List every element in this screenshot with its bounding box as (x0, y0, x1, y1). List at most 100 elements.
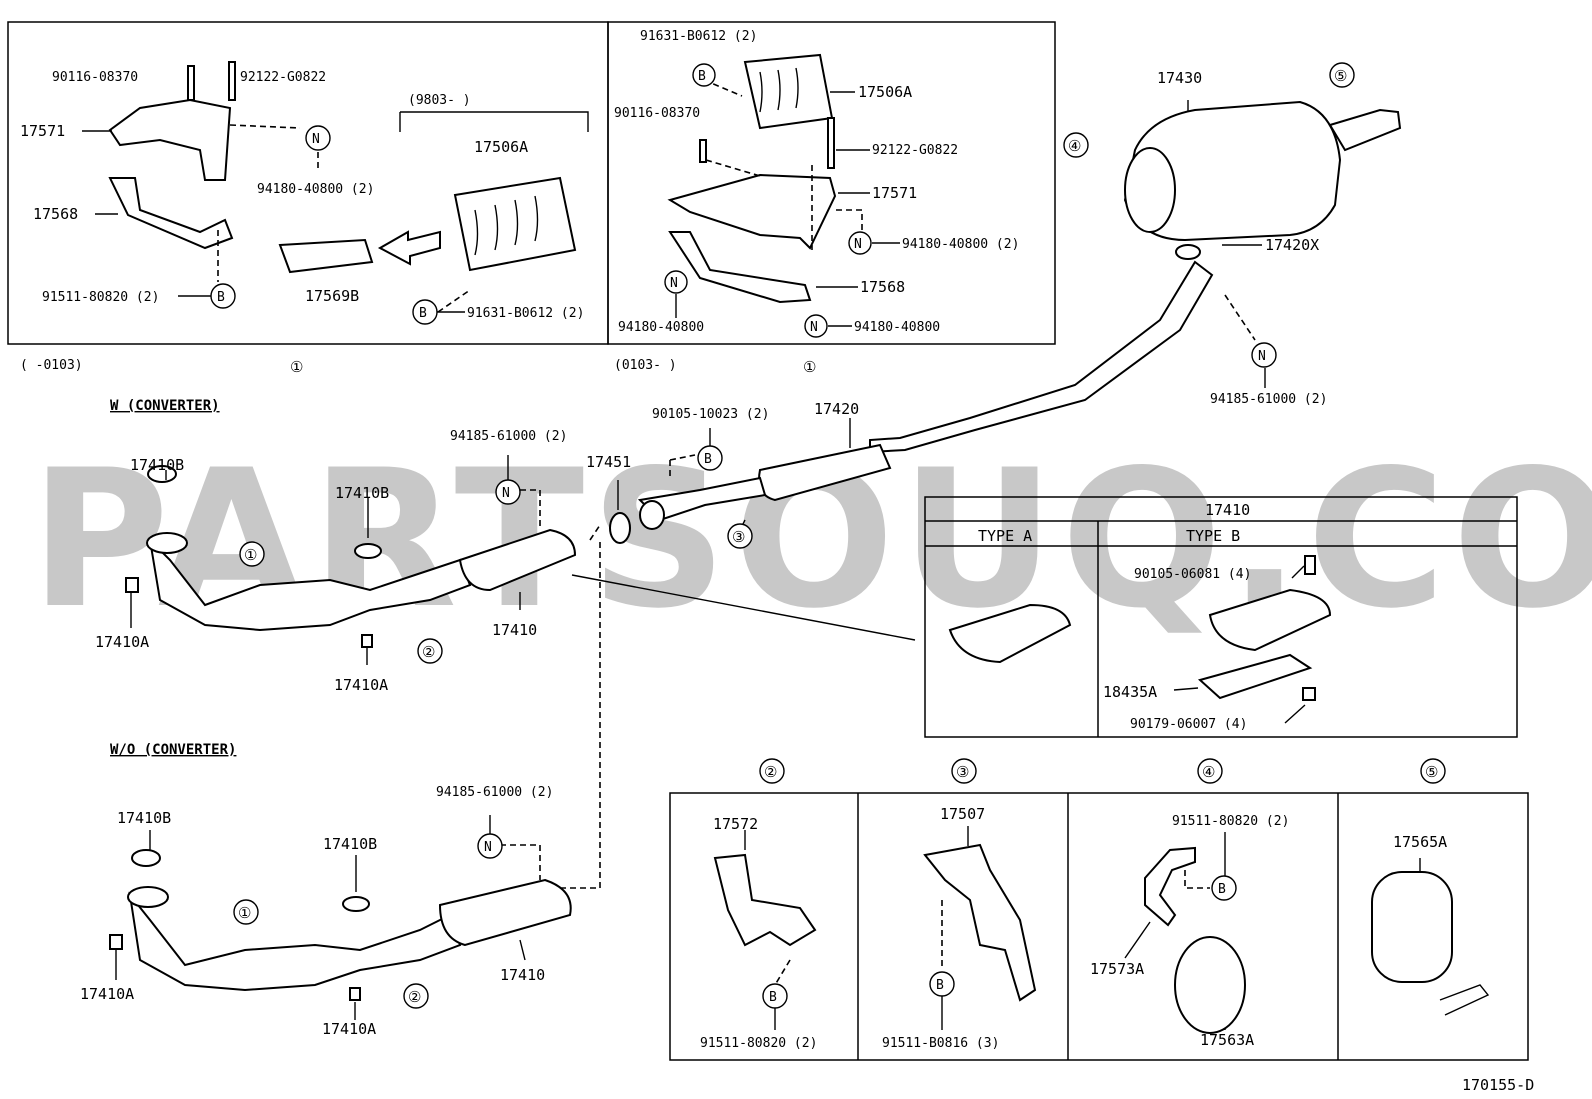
label-gasket-b2: 17410B (335, 484, 389, 502)
label-gasket-b1: 17410B (130, 456, 184, 474)
label-bolt-d3: 91511-B0816 (3) (882, 1036, 999, 1051)
callout-b: B (704, 452, 712, 467)
converter-type-b-icon (1208, 588, 1332, 652)
label-bracket-a: 17571 (872, 184, 917, 202)
ref-3: ③ (732, 528, 745, 546)
cover-icon (1197, 653, 1313, 700)
callout-n: N (670, 276, 678, 291)
arrow-icon (377, 230, 441, 266)
detail-boxes: ② 17572 B 91511-80820 (2) ③ 17507 B 9151… (669, 758, 1529, 1061)
label-nut-top: 94185-61000 (2) (450, 429, 567, 444)
without-converter-group: W/O (CONVERTER) N ① ② 17410B 17410B 1741… (80, 540, 601, 1038)
label-nut-a2: 17410A (322, 1020, 376, 1038)
ref-1-left: ① (290, 358, 303, 376)
callout-b: B (1218, 882, 1226, 897)
callout-b: B (217, 290, 225, 305)
bracket-17568-icon (668, 231, 812, 304)
inset-right: B N N N 91631-B0612 (2) 17506A 90116-083… (607, 21, 1056, 345)
label-bracket-a: 17571 (20, 122, 65, 140)
inset-left-date: ( -0103) (20, 358, 83, 373)
diagram-code: 170155-D (1462, 1076, 1534, 1094)
col-type-a: TYPE A (978, 527, 1032, 545)
bracket-17507-icon (923, 843, 1037, 1002)
center-pipe-group: ⑤ ④ N B ③ 17430 17420X 94185-61000 (2) 1… (586, 62, 1402, 549)
ref-4: ④ (1202, 763, 1215, 781)
callout-n: N (484, 840, 492, 855)
ref-2: ② (422, 643, 435, 661)
callout-n: N (502, 486, 510, 501)
front-pipe-icon (438, 878, 572, 947)
label-gasket: 17420X (1265, 236, 1319, 254)
hanger-icon (1144, 846, 1196, 927)
bracket-17572-icon (713, 853, 817, 947)
label-stud-a: 92122-G0822 (872, 143, 958, 158)
ref-1-right: ① (803, 358, 816, 376)
callout-n: N (312, 132, 320, 147)
callout-n: N (854, 237, 862, 252)
callout-b: B (698, 69, 706, 84)
col-type-b: TYPE B (1186, 527, 1240, 545)
label-nut-a1: 17410A (95, 633, 149, 651)
callout-b: B (419, 306, 427, 321)
label-heat-shield: 17506A (858, 83, 912, 101)
plate-17569b-icon (278, 238, 374, 274)
insulator-icon (1174, 936, 1246, 1034)
label-nut: 90179-06007 (4) (1130, 717, 1247, 732)
label-heat-shield: 17506A (474, 138, 528, 156)
label-center-pipe: 17420 (814, 400, 859, 418)
type-table: 17410 TYPE A TYPE B 90105-06081 (4) 1843… (924, 496, 1518, 738)
label-nut-a: 94180-40800 (2) (257, 182, 374, 197)
table-title: 17410 (1205, 501, 1250, 519)
label-nut-c: 94180-40800 (854, 320, 940, 335)
catalytic-converter-icon (458, 528, 577, 592)
label-bolt-c: 91631-B0612 (2) (467, 306, 584, 321)
label-stud-a: 92122-G0822 (240, 70, 326, 85)
ref-2: ② (764, 763, 777, 781)
label-nut-a: 94180-40800 (2) (902, 237, 1019, 252)
heat-shield-icon (743, 53, 834, 130)
label-bolt-a: 90116-08370 (52, 70, 138, 85)
ring-icon (609, 512, 631, 544)
label-bolt: 90105-06081 (4) (1134, 567, 1251, 582)
label-plate: 17569B (305, 287, 359, 305)
bracket-17568-icon (108, 177, 234, 250)
callout-b: B (769, 990, 777, 1005)
header-with-converter: W (CONVERTER) (110, 398, 220, 414)
inner-range: (9803- ) (408, 93, 471, 108)
bolt-icon (187, 61, 236, 101)
bracket-17571-icon (108, 98, 232, 181)
converter-type-a-icon (948, 603, 1072, 664)
label-bracket-b: 17568 (860, 278, 905, 296)
label-nut-b: 94180-40800 (618, 320, 704, 335)
label-ring: 17451 (586, 453, 631, 471)
label-17572: 17572 (713, 815, 758, 833)
label-nut-top: 94185-61000 (2) (436, 785, 553, 800)
bolt-icon (699, 117, 835, 169)
label-cover: 18435A (1103, 683, 1157, 701)
label-gasket-b2: 17410B (323, 835, 377, 853)
label-17507: 17507 (940, 805, 985, 823)
header-without-converter: W/O (CONVERTER) (110, 742, 236, 758)
ref-5: ⑤ (1334, 67, 1347, 85)
inset-right-date: (0103- ) (614, 358, 677, 373)
callout-b: B (936, 978, 944, 993)
label-pipe: 17410 (500, 966, 545, 984)
ref-3: ③ (956, 763, 969, 781)
label-gasket-b1: 17410B (117, 809, 171, 827)
label-tail: 17430 (1157, 69, 1202, 87)
exhaust-manifold-pipe-icon (128, 891, 462, 992)
label-insulator: 17563A (1200, 1031, 1254, 1049)
label-bolt-c: 91631-B0612 (2) (640, 29, 757, 44)
label-nut: 94185-61000 (2) (1210, 392, 1327, 407)
callout-n: N (810, 320, 818, 335)
label-bolt-b: 91511-80820 (2) (42, 290, 159, 305)
bracket-17571-icon (667, 173, 837, 250)
ref-1: ① (244, 546, 257, 564)
pipe-icon (869, 260, 1214, 454)
callout-n: N (1258, 349, 1266, 364)
label-bolt: 90105-10023 (2) (652, 407, 769, 422)
tailpipe-icon (1328, 108, 1402, 152)
inset-left: N B B 90116-08370 92122-G0822 17571 9418… (7, 21, 609, 345)
rubber-mount-icon (1371, 871, 1453, 983)
